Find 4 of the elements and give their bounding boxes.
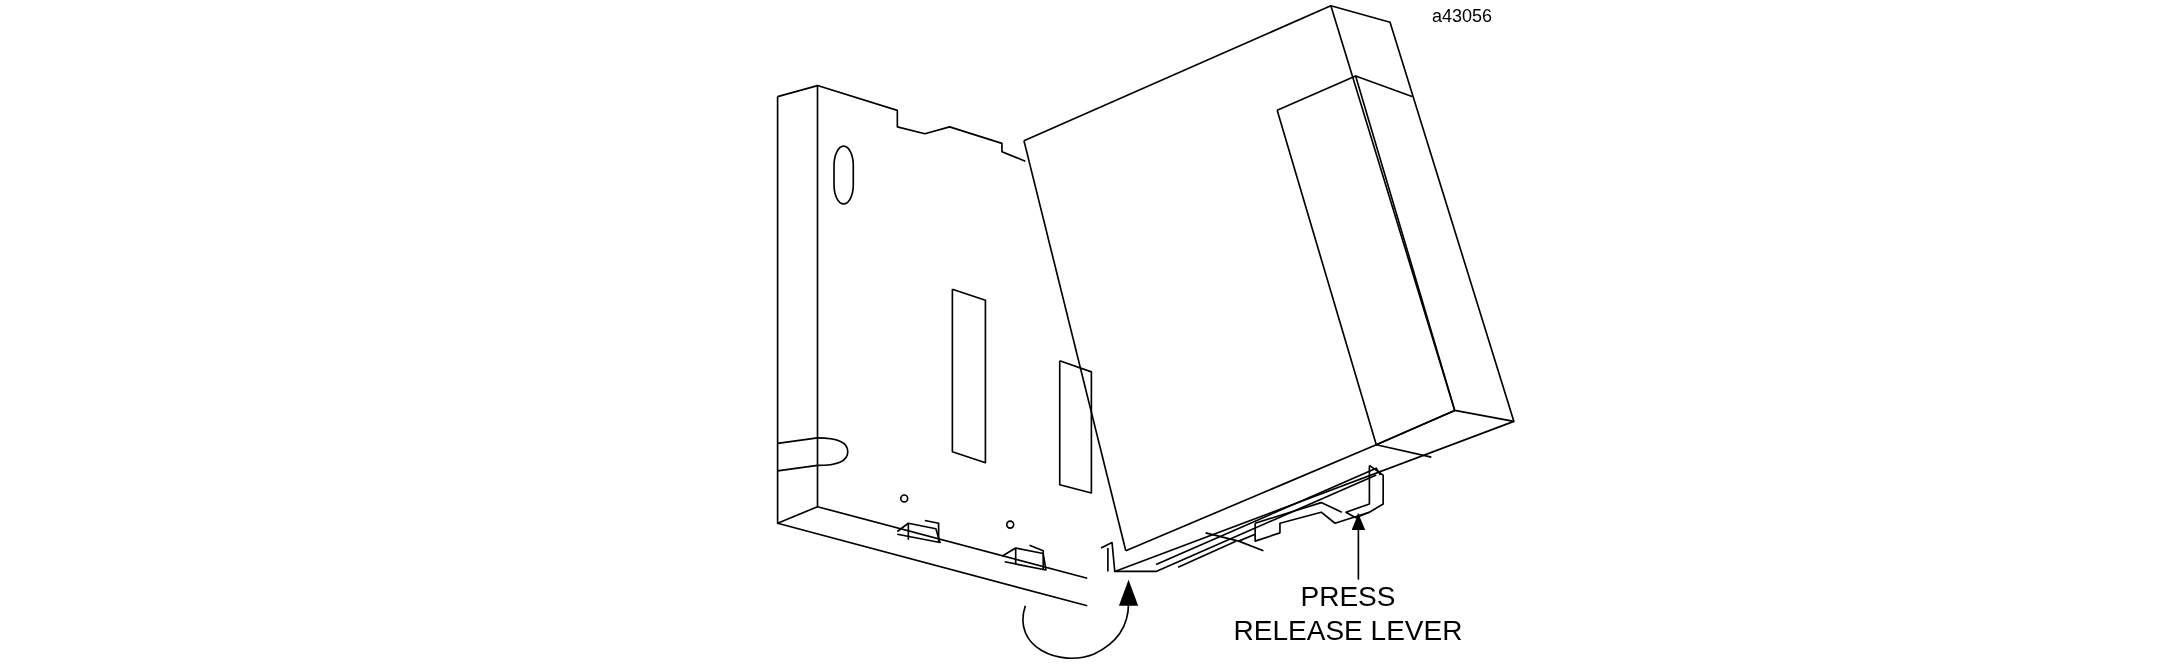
callout-label: PRESS RELEASE LEVER	[1233, 580, 1463, 648]
release-lever	[1345, 464, 1384, 519]
leader-arrow	[1351, 512, 1366, 581]
drawing-number: a43056	[1432, 6, 1493, 27]
